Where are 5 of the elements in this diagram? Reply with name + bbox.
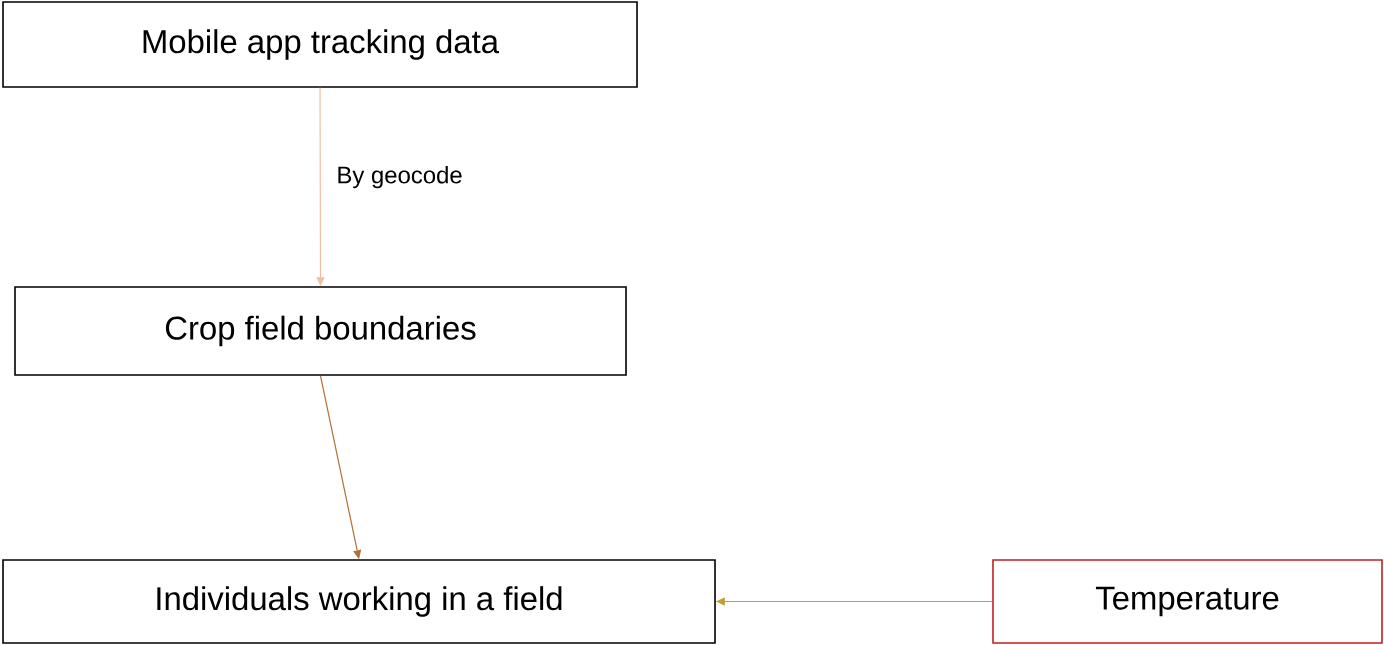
process-box: Mobile app tracking data: [2, 1, 638, 88]
process-box: Crop field boundaries: [14, 286, 627, 376]
process-box: Individuals working in a field: [2, 559, 716, 644]
edge-label: By geocode: [334, 163, 465, 191]
process-box: Temperature: [992, 559, 1383, 644]
